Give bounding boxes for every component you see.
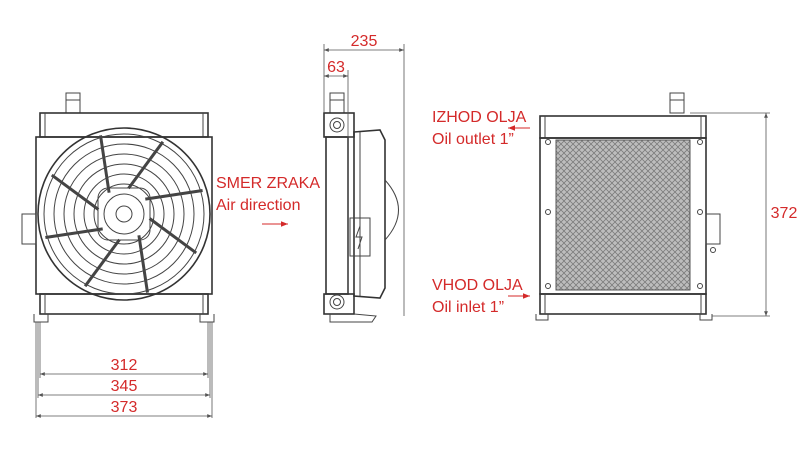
air-direction-label-en: Air direction (216, 197, 300, 214)
radiator-core-mesh (555, 139, 691, 291)
front-top-fitting (65, 92, 81, 114)
fan-blade (148, 217, 198, 255)
dim-height: 372 (771, 205, 798, 222)
fan-blade (83, 238, 121, 288)
fan-blade (50, 173, 100, 211)
oil-inlet-label-sl: VHOD OLJA (432, 277, 523, 294)
front-foot-left (33, 314, 49, 323)
front-bottom-header (39, 293, 209, 315)
oil-outlet-label-en: Oil outlet 1” (432, 131, 514, 148)
fan-blade (99, 135, 111, 193)
dim-side-partial: 63 (327, 59, 345, 76)
oil-inlet-label-en: Oil inlet 1” (432, 299, 504, 316)
side-view: 235 63 (323, 33, 405, 323)
fan (37, 127, 211, 301)
front-view: 312 345 373 (21, 92, 215, 418)
oil-outlet-label-sl: IZHOD OLJA (432, 109, 527, 126)
back-view: 372 (535, 92, 798, 321)
dim-side-depth: 235 (351, 33, 378, 50)
fan-blade (137, 235, 149, 293)
oil-outlet-annotation: IZHOD OLJA Oil outlet 1” (432, 109, 530, 148)
fan-blade (127, 140, 165, 190)
front-foot-right (199, 314, 215, 323)
dim-width-mid: 345 (111, 378, 138, 395)
air-direction-label-sl: SMER ZRAKA (216, 175, 320, 192)
front-body (35, 136, 213, 295)
front-side-box (21, 213, 37, 245)
dim-width-inner: 312 (111, 357, 138, 374)
air-direction-annotation: SMER ZRAKA Air direction (216, 175, 320, 227)
fan-blade (45, 227, 103, 239)
front-top-header (39, 112, 209, 138)
motor-bolt-icon (355, 225, 363, 250)
fan-blade (145, 189, 203, 201)
fan-hub (97, 187, 151, 241)
oil-inlet-annotation: VHOD OLJA Oil inlet 1” (432, 277, 530, 316)
dim-width-total: 373 (111, 399, 138, 416)
